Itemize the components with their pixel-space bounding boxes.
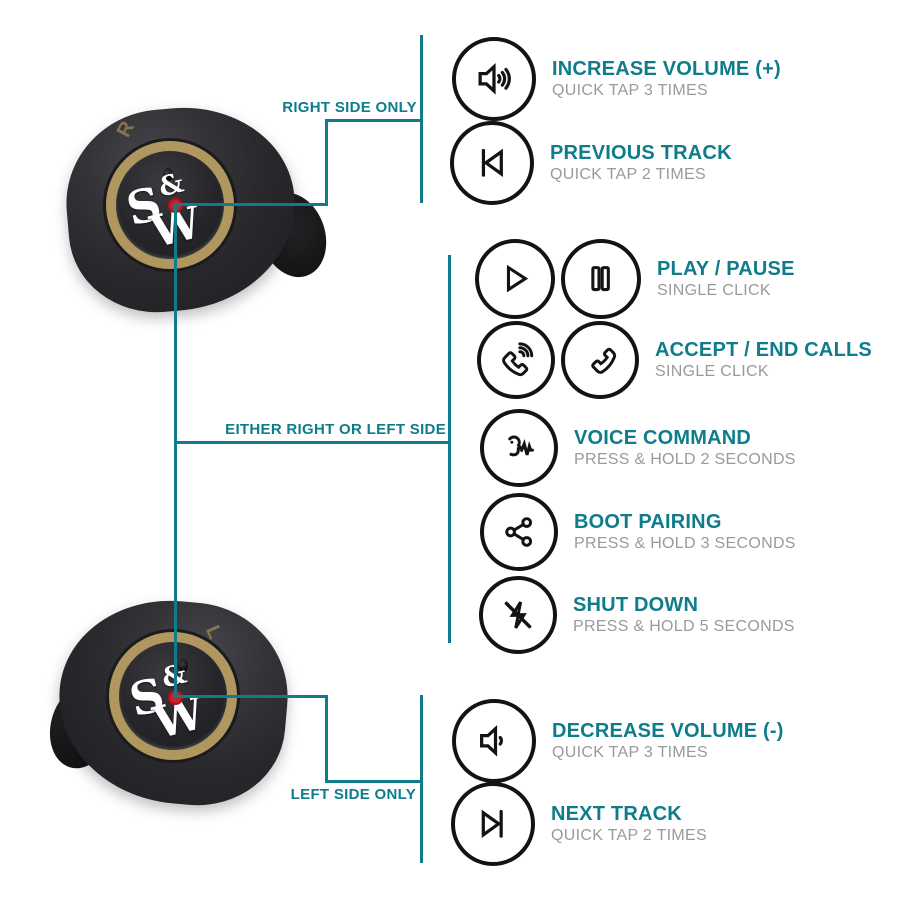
action-title: INCREASE VOLUME (+) [552, 58, 781, 80]
action-title: PREVIOUS TRACK [550, 142, 732, 164]
action-row-voice-command: VOICE COMMAND PRESS & HOLD 2 SECONDS [480, 409, 796, 487]
connector-line [325, 695, 328, 783]
connector-line [174, 441, 451, 444]
icon-pair [475, 239, 641, 319]
connector-line [174, 204, 177, 698]
pause-icon [561, 239, 641, 319]
next-track-icon [451, 782, 535, 866]
action-row-decrease-volume: DECREASE VOLUME (-) QUICK TAP 3 TIMES [452, 699, 784, 783]
action-subtitle: SINGLE CLICK [657, 282, 771, 299]
volume-down-icon [452, 699, 536, 783]
phone-ringing-icon [477, 321, 555, 399]
earbud-left-mic-hole [178, 659, 188, 672]
action-subtitle: SINGLE CLICK [655, 363, 769, 380]
label-either-side: EITHER RIGHT OR LEFT SIDE [225, 421, 446, 438]
action-row-shut-down: SHUT DOWN PRESS & HOLD 5 SECONDS [479, 576, 795, 654]
play-icon [475, 239, 555, 319]
earbud-right-mic-hole [163, 168, 173, 181]
action-subtitle: QUICK TAP 2 TIMES [551, 827, 707, 844]
label-left-side-only: LEFT SIDE ONLY [290, 786, 416, 803]
connector-line [325, 780, 422, 783]
bracket-right-side [420, 35, 423, 203]
action-row-play-pause: PLAY / PAUSE SINGLE CLICK [475, 239, 795, 319]
earbud-left: L S & W [40, 591, 315, 815]
action-title: PLAY / PAUSE [657, 258, 795, 280]
action-subtitle: PRESS & HOLD 3 SECONDS [574, 535, 796, 552]
phone-icon [561, 321, 639, 399]
action-title: NEXT TRACK [551, 803, 682, 825]
action-row-next-track: NEXT TRACK QUICK TAP 2 TIMES [451, 782, 707, 866]
icon-pair [477, 321, 639, 399]
bracket-either-side [448, 255, 451, 643]
label-right-side-only: RIGHT SIDE ONLY [282, 99, 417, 116]
action-row-previous-track: PREVIOUS TRACK QUICK TAP 2 TIMES [450, 121, 732, 205]
flash-off-icon [479, 576, 557, 654]
action-subtitle: PRESS & HOLD 5 SECONDS [573, 618, 795, 635]
volume-up-icon [452, 37, 536, 121]
bracket-left-side [420, 695, 423, 863]
action-title: VOICE COMMAND [574, 427, 752, 449]
earbud-right: R S & W [55, 98, 337, 320]
action-title: BOOT PAIRING [574, 511, 722, 533]
connector-line [175, 695, 327, 698]
connector-line [325, 119, 422, 122]
connector-line [325, 119, 328, 206]
share-pairing-icon [480, 493, 558, 571]
action-subtitle: QUICK TAP 2 TIMES [550, 166, 706, 183]
action-title: SHUT DOWN [573, 594, 699, 616]
logo-ampersand: & [155, 167, 187, 204]
voice-command-icon [480, 409, 558, 487]
action-row-increase-volume: INCREASE VOLUME (+) QUICK TAP 3 TIMES [452, 37, 781, 121]
action-subtitle: QUICK TAP 3 TIMES [552, 82, 708, 99]
action-title: ACCEPT / END CALLS [655, 339, 872, 361]
action-row-calls: ACCEPT / END CALLS SINGLE CLICK [477, 321, 872, 399]
action-row-boot-pairing: BOOT PAIRING PRESS & HOLD 3 SECONDS [480, 493, 796, 571]
previous-track-icon [450, 121, 534, 205]
connector-line [175, 203, 328, 206]
action-subtitle: QUICK TAP 3 TIMES [552, 744, 708, 761]
action-subtitle: PRESS & HOLD 2 SECONDS [574, 451, 796, 468]
action-title: DECREASE VOLUME (-) [552, 720, 784, 742]
